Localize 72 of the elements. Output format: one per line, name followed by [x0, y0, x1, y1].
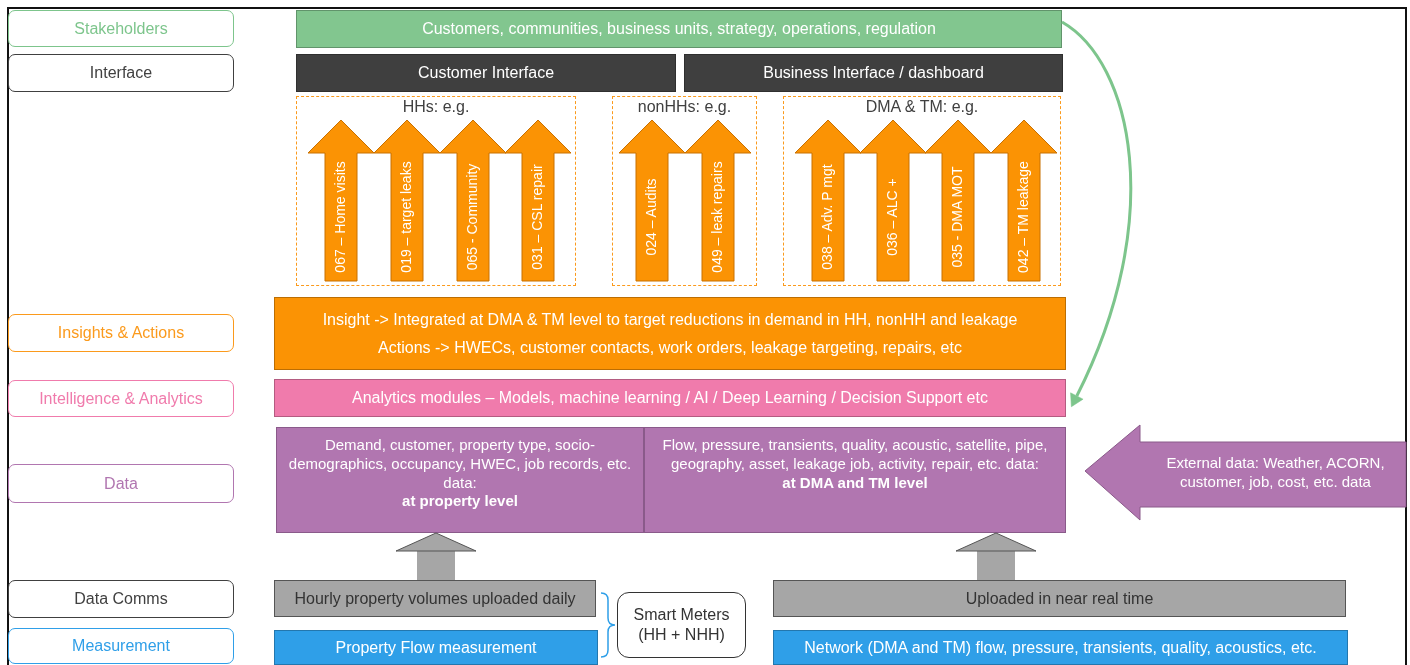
box-text: Insight -> Integrated at DMA & TM level to target reductions in demand in HH, nonHH and leakage: [322, 309, 1018, 330]
layer-label-box: [8, 580, 234, 618]
layer-name: Data: [104, 473, 138, 494]
arrow-label: 031 – CSL repair: [529, 163, 547, 270]
dashed-group-box: [296, 96, 576, 286]
block-arrow: [955, 532, 1037, 580]
up-arrow-shape: [440, 120, 506, 281]
box-text: Analytics modules – Models, machine learning / AI / Deep Learning / Decision Support etc: [352, 388, 988, 408]
layer-box: [274, 379, 1066, 417]
layer-box: [684, 54, 1063, 92]
arrow-label: 019 – target leaks: [398, 160, 416, 273]
layer-label-box: [8, 10, 234, 47]
data-box: [644, 427, 1066, 533]
box-text: Uploaded in near real time: [965, 588, 1154, 609]
box-text: Customers, communities, business units, strategy, operations, regulation: [422, 19, 936, 39]
box-text: Network (DMA and TM) flow, pressure, transients, quality, acoustics, etc.: [804, 637, 1317, 658]
dashed-group-box: [783, 96, 1061, 286]
up-arrow-shape: [308, 120, 374, 281]
up-arrow-shape: [991, 120, 1057, 281]
box-text: Flow, pressure, transients, quality, acoustic, satellite, pipe, geography, asset, leakage job, activity, repair, etc. data:: [661, 436, 1049, 474]
group-heading: HHs: e.g.: [402, 97, 470, 117]
arrow-label: 065 - Community: [464, 163, 482, 270]
layer-name: Insights & Actions: [57, 323, 185, 343]
arrow-label: 049 – leak repairs: [709, 160, 727, 273]
layer-label-box: [8, 314, 234, 352]
arrow-label: 038 – Adv. P mgt: [819, 163, 837, 270]
left-arrow-shape: [1085, 425, 1406, 520]
box-text: at DMA and TM level: [782, 473, 928, 493]
arrow-label: 036 – ALC +: [884, 177, 902, 256]
comms-box: [773, 580, 1346, 617]
up-arrow-shape: [374, 120, 440, 281]
block-arrow: [395, 532, 477, 580]
arrow-label: 035 - DMA MOT: [949, 166, 967, 268]
layer-name: Data Comms: [74, 589, 168, 609]
up-arrow-shape: [505, 120, 571, 281]
box-text: Actions -> HWECs, customer contacts, work orders, leakage targeting, repairs, etc: [378, 337, 962, 358]
group-heading: nonHHs: e.g.: [637, 97, 732, 117]
box-text: Business Interface / dashboard: [763, 63, 984, 83]
up-arrow-shape: [685, 120, 751, 281]
up-arrow-shape: [619, 120, 685, 281]
box-text: Smart Meters (HH + NHH): [632, 605, 731, 645]
dashed-group-box: [612, 96, 757, 286]
box-text: Customer Interface: [417, 63, 555, 83]
box-text: Property Flow measurement: [335, 637, 537, 658]
layer-label-box: [8, 464, 234, 503]
layer-label-box: [8, 380, 234, 417]
box-text: Demand, customer, property type, socio-demographics, occupancy, HWEC, job records, etc. data:: [287, 436, 633, 493]
layer-box: [773, 630, 1348, 665]
box-text: Hourly property volumes uploaded daily: [294, 588, 576, 609]
box-text: External data: Weather, ACORN, customer, job, cost, etc. data: [1165, 453, 1386, 492]
layer-box: [296, 54, 676, 92]
up-arrow-shape: [860, 120, 926, 281]
arrow-label: 067 – Home visits: [332, 160, 350, 273]
curved-arrow: [1061, 20, 1133, 408]
box-text: at property level: [402, 492, 518, 511]
arrow-label: 024 – Audits: [643, 178, 661, 256]
group-heading: DMA & TM: e.g.: [865, 97, 979, 117]
layer-name: Interface: [89, 63, 153, 83]
layer-name: Intelligence & Analytics: [39, 388, 203, 409]
layer-name: Stakeholders: [74, 18, 168, 39]
layer-label-box: [8, 54, 234, 92]
layer-box: [274, 630, 598, 665]
up-arrow-shape: [795, 120, 861, 281]
layer-box: [274, 297, 1066, 370]
arrow-label: 042 – TM leakage: [1015, 160, 1033, 273]
data-box: [276, 427, 644, 533]
layer-name: Measurement: [72, 636, 170, 656]
layer-label-box: [8, 628, 234, 664]
rounded-box: [617, 592, 746, 658]
comms-box: [274, 580, 596, 617]
up-arrow-shape: [925, 120, 991, 281]
layer-box: [296, 10, 1062, 48]
